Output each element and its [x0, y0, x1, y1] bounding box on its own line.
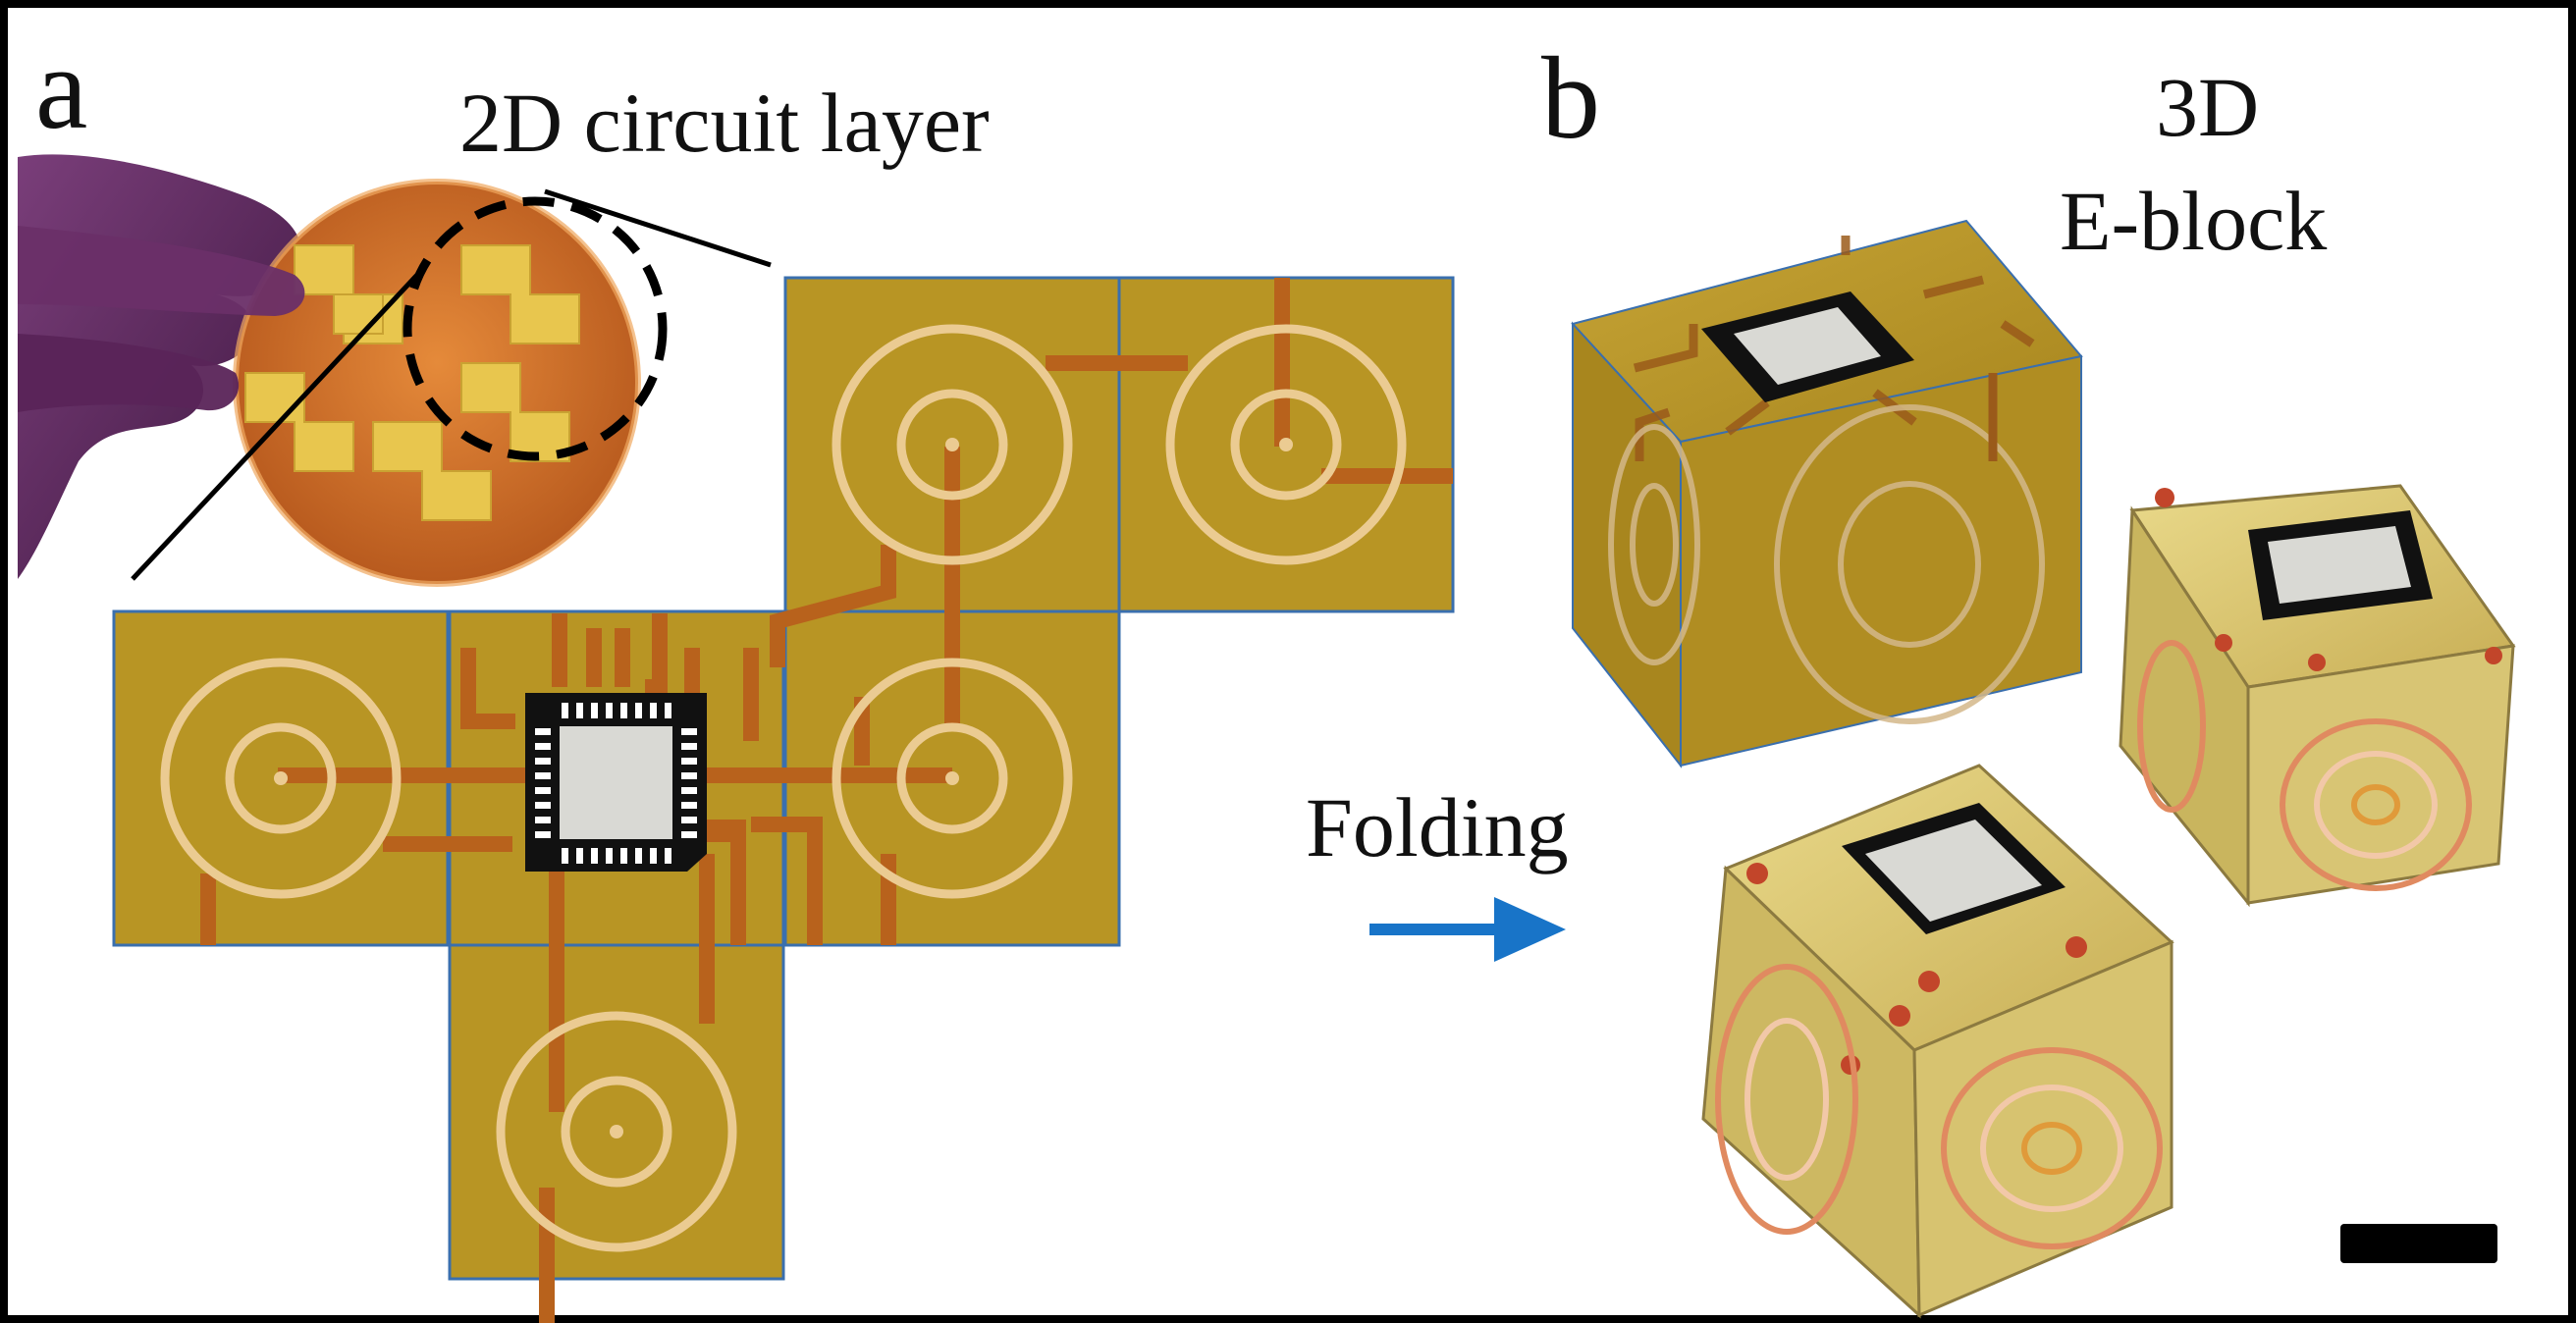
chip-pin — [681, 831, 697, 838]
chip-pin — [635, 848, 642, 864]
scale-bar — [2340, 1224, 2497, 1263]
trace-23 — [751, 817, 823, 945]
chip-pin — [606, 848, 613, 864]
photo-cube-front — [1701, 764, 2174, 1319]
chip-pin — [535, 831, 551, 838]
ring-center-4 — [945, 771, 959, 785]
chip-die — [560, 726, 672, 839]
ring-center-1 — [1279, 438, 1293, 451]
photo-cube-right — [2119, 484, 2516, 908]
chip-pin — [681, 772, 697, 779]
panel-a-title: 2D circuit layer — [459, 76, 990, 170]
chip-pin — [681, 817, 697, 823]
inner-ring-4 — [896, 722, 1008, 834]
panel-b-letter: b — [1541, 32, 1600, 163]
outer-ring-2 — [160, 658, 402, 899]
chip-pin — [665, 848, 671, 864]
inner-ring-2 — [225, 722, 337, 834]
chip-pin — [681, 743, 697, 750]
folding-label: Folding — [1306, 780, 1569, 874]
rings — [160, 324, 1407, 1252]
chip-pin — [535, 817, 551, 823]
chip-pin — [535, 787, 551, 794]
outer-ring-0 — [832, 324, 1073, 565]
zoom-callout — [131, 188, 772, 581]
outer-ring-5 — [496, 1011, 737, 1252]
chip-pin — [681, 802, 697, 809]
render-cube — [1571, 219, 2083, 768]
chip-pin — [665, 703, 671, 718]
chip-pin — [635, 703, 642, 718]
inner-ring-1 — [1230, 389, 1342, 501]
chip-pin — [535, 758, 551, 765]
chip-pin — [681, 787, 697, 794]
chip-pin — [576, 703, 583, 718]
inner-ring-0 — [896, 389, 1008, 501]
trace-4 — [770, 545, 896, 667]
chip-pin — [650, 703, 657, 718]
chip-pin — [620, 848, 627, 864]
trace-15 — [645, 613, 668, 695]
panel-b-title-line1: 3D — [2156, 60, 2260, 154]
outer-ring-1 — [1165, 324, 1407, 565]
pads — [112, 276, 1455, 1281]
trace-10 — [692, 820, 746, 835]
chip-pin — [591, 848, 598, 864]
circuit-net — [112, 276, 1455, 1323]
chip-pin — [535, 728, 551, 735]
chip-pin — [576, 848, 583, 864]
ring-center-0 — [945, 438, 959, 451]
chip-pin — [620, 703, 627, 718]
trace-11 — [460, 648, 515, 729]
ring-center-2 — [274, 771, 288, 785]
panel-a-letter: a — [35, 23, 88, 153]
wafer-photo — [18, 154, 641, 587]
chip-pin — [681, 728, 697, 735]
panel-b-title-line2: E-block — [2060, 174, 2328, 268]
arrow-right-icon — [1369, 897, 1566, 962]
ring-center-5 — [610, 1125, 623, 1138]
chip-pin — [562, 848, 568, 864]
chip-icon — [525, 693, 707, 872]
inner-ring-5 — [561, 1076, 672, 1188]
chip-pin — [650, 848, 657, 864]
chip-pin — [535, 802, 551, 809]
chip-pin — [681, 758, 697, 765]
chip-pin — [535, 743, 551, 750]
outer-ring-4 — [832, 658, 1073, 899]
chip-pin — [606, 703, 613, 718]
chip-pin — [591, 703, 598, 718]
chip-pin — [535, 772, 551, 779]
chip-pin — [562, 703, 568, 718]
